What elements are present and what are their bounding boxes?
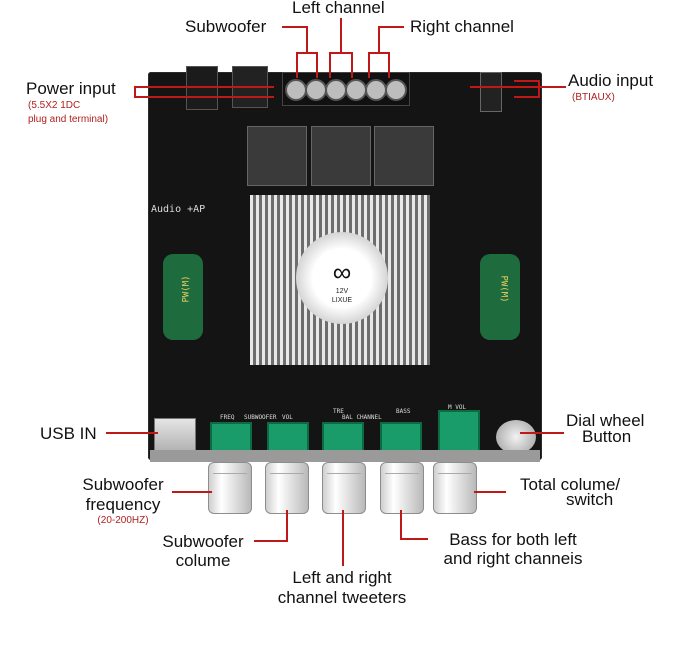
capacitor-right: PW(M) — [480, 254, 520, 340]
silk-vol: VOL — [282, 414, 293, 421]
line-power-h1 — [134, 86, 274, 88]
line-left-channel-l — [329, 52, 331, 78]
dc-jack — [186, 66, 218, 110]
line-right-channel-l — [368, 52, 370, 78]
silk-mvol: M_VOL — [448, 404, 467, 411]
fan-logo-icon: ∞ — [332, 257, 352, 287]
line-audio-box-r — [538, 80, 540, 98]
label-sub-freq-2: frequency — [85, 495, 161, 514]
line-power-v1 — [134, 86, 136, 98]
knob-sub-vol — [265, 462, 309, 514]
inductor-1 — [247, 126, 307, 186]
line-sub-vol-h — [254, 540, 288, 542]
inductor-2 — [311, 126, 371, 186]
line-power-h2 — [134, 96, 274, 98]
terminal-screw-4 — [345, 79, 367, 101]
label-dial-button: Button — [582, 427, 632, 446]
label-sub-volume-1: Subwoofer — [162, 532, 244, 551]
aux-jack — [480, 72, 502, 112]
line-subwoofer-l — [296, 52, 298, 78]
line-right-channel-v — [378, 26, 380, 52]
line-left-channel-r — [351, 52, 353, 78]
terminal-screw-1 — [285, 79, 307, 101]
silk-audio: Audio +AP — [151, 204, 206, 215]
label-power-sub2: plug and terminal) — [28, 114, 109, 125]
label-dial-wheel: Dial wheel — [566, 411, 645, 430]
knob-mvol — [433, 462, 477, 514]
line-subwoofer-box — [296, 52, 318, 54]
label-audio-input: Audio input — [568, 71, 654, 90]
line-subwoofer-h — [282, 26, 308, 28]
line-right-channel-h — [378, 26, 404, 28]
line-sub-vol-v — [286, 510, 288, 542]
label-sub-freq-1: Subwoofer — [82, 475, 164, 494]
label-power-sub1: (5.5X2 1DC — [28, 100, 81, 111]
inductor-3 — [374, 126, 434, 186]
line-right-channel-box — [368, 52, 390, 54]
line-dial — [520, 432, 564, 434]
line-left-channel-v — [340, 18, 342, 54]
label-bass-2: and right channeis — [443, 549, 583, 568]
dial-wheel — [496, 420, 536, 454]
label-total-volume-2: switch — [566, 490, 614, 509]
line-subwoofer-v — [306, 26, 308, 52]
capacitor-left-label: PW(M) — [181, 275, 192, 303]
label-usb-in: USB IN — [40, 424, 97, 443]
line-sub-freq — [172, 491, 212, 493]
line-total-vol — [474, 491, 506, 493]
line-bass-h — [400, 538, 428, 540]
silk-bal: BAL CHANNEL — [342, 414, 382, 421]
capacitor-left: PW(M) — [163, 254, 203, 340]
fan-text-voltage: 12V — [335, 288, 349, 295]
silk-subwoofer: SUBWOOFER — [244, 414, 277, 421]
label-bass-1: Bass for both left — [449, 530, 577, 549]
label-right-channel: Right channel — [410, 17, 514, 36]
line-right-channel-r — [388, 52, 390, 78]
line-audio-box — [514, 80, 538, 82]
line-audio-h — [470, 86, 566, 88]
terminal-screw-6 — [385, 79, 407, 101]
cooling-fan: ∞ 12V LIXUE — [296, 232, 388, 324]
silk-freq: FREQ — [220, 414, 235, 421]
line-bass-v — [400, 510, 402, 540]
knob-bass — [380, 462, 424, 514]
label-sub-freq-range: (20-200HZ) — [97, 515, 149, 526]
knob-freq — [208, 462, 252, 514]
knob-tre — [322, 462, 366, 514]
silk-bass: BASS — [396, 408, 411, 415]
label-tweeters-2: channel tweeters — [277, 588, 407, 607]
label-power-input: Power input — [26, 79, 116, 98]
terminal-screw-5 — [365, 79, 387, 101]
label-left-channel: Left channel — [292, 0, 385, 17]
label-sub-volume-2: colume — [175, 551, 231, 570]
silk-tre: TRE — [333, 408, 344, 415]
line-audio-box-b — [514, 96, 538, 98]
label-total-volume-1: Total colume/ — [520, 475, 621, 494]
capacitor-right-label: PW(M) — [498, 275, 509, 303]
label-subwoofer-output: Subwoofer — [185, 17, 267, 36]
line-subwoofer-r — [316, 52, 318, 78]
fan-text-brand: LIXUE — [331, 297, 353, 304]
terminal-screw-2 — [305, 79, 327, 101]
line-tweeters — [342, 510, 344, 566]
terminal-screw-3 — [325, 79, 347, 101]
line-usb — [106, 432, 158, 434]
label-audio-sub: (BTIAUX) — [572, 92, 615, 103]
label-tweeters-1: Left and right — [292, 568, 392, 587]
line-left-channel-h — [329, 52, 353, 54]
front-panel — [150, 450, 540, 462]
